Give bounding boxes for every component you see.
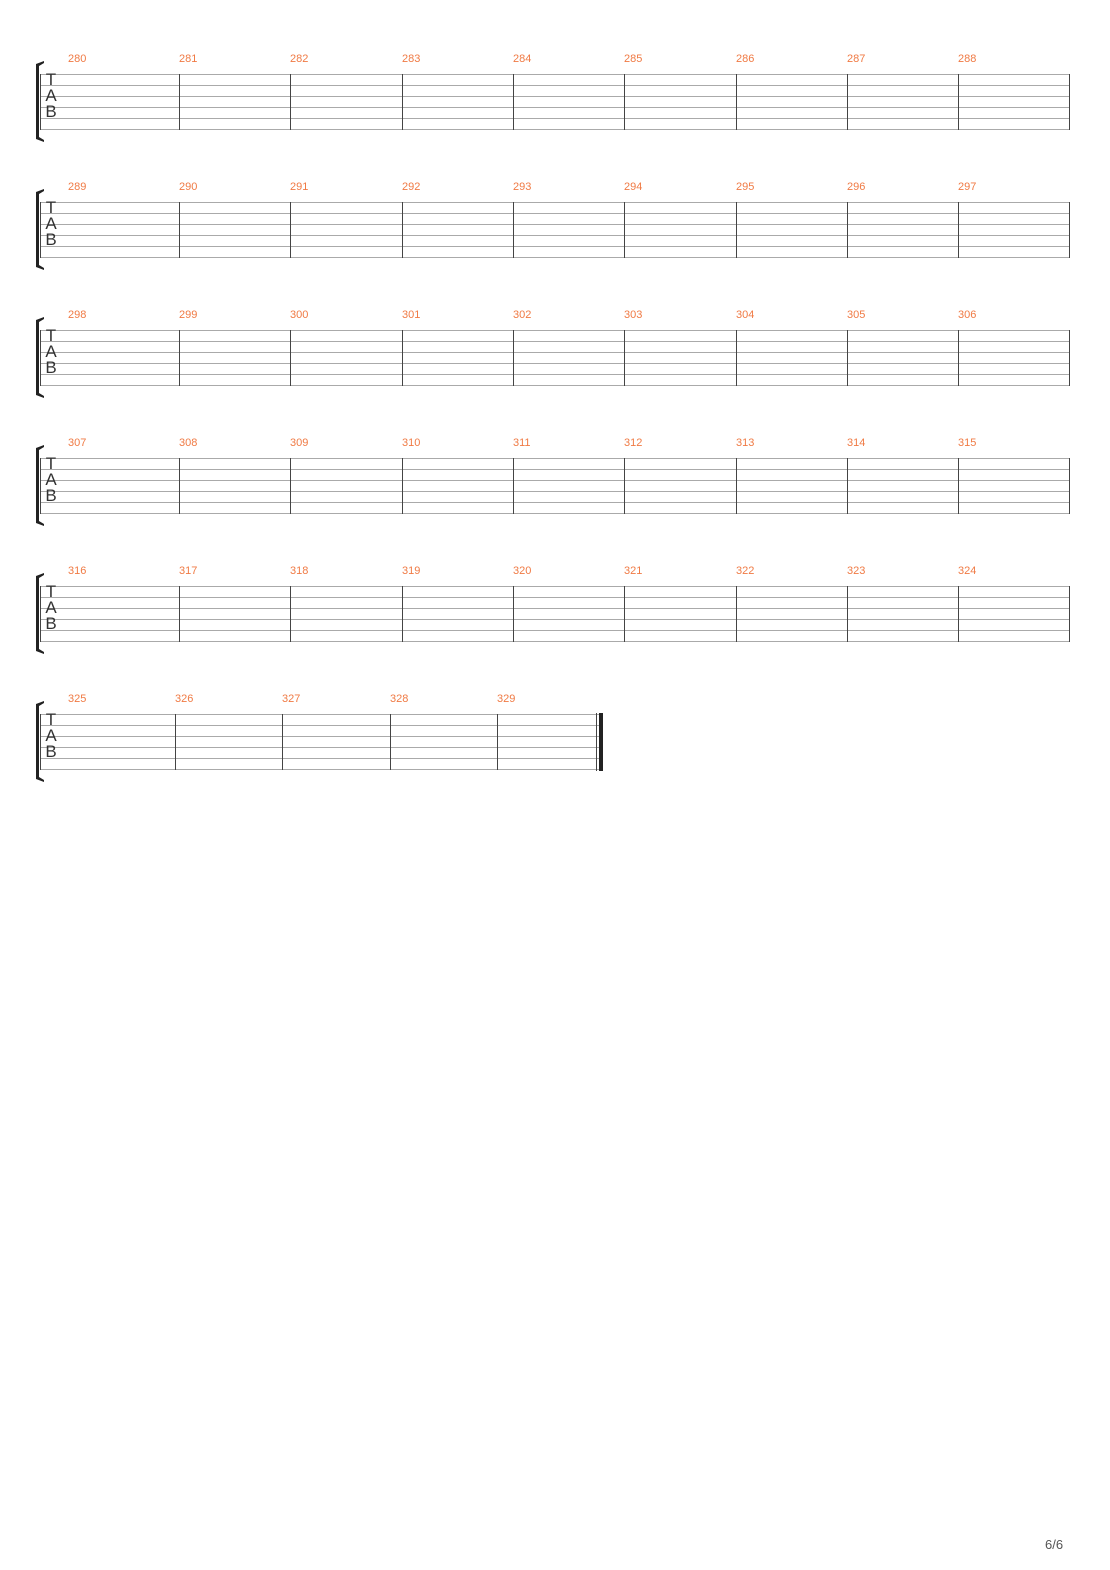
system-bracket [36,317,44,398]
measure-number: 288 [958,53,976,65]
measure-number: 319 [402,565,420,577]
tab-clef-letter: A [45,342,57,361]
measure-number: 292 [402,181,420,193]
tab-system: TAB 325 326 327 328 329 [36,693,603,782]
measure-number: 284 [513,53,531,65]
tab-system: TAB 316 317 318 319 320 321 322 323 324 [36,565,1070,654]
measure-number: 312 [624,437,642,449]
measure-number: 302 [513,309,531,321]
measure-number: 326 [175,693,193,705]
measure-number: 317 [179,565,197,577]
measure-number: 283 [402,53,420,65]
measure-number: 314 [847,437,865,449]
tab-system: TAB 289 290 291 292 293 294 295 296 297 [36,181,1070,270]
measure-number: 316 [68,565,86,577]
system-bracket [36,701,44,782]
measure-number: 300 [290,309,308,321]
measure-number: 287 [847,53,865,65]
measure-number: 286 [736,53,754,65]
tab-clef-letter: T [46,70,56,89]
measure-number: 289 [68,181,86,193]
tab-clef-letter: T [46,582,56,601]
measure-number: 298 [68,309,86,321]
system-bracket [36,189,44,270]
measure-number: 307 [68,437,86,449]
tab-clef-letter: T [46,326,56,345]
system-bracket [36,61,44,142]
measure-number: 309 [290,437,308,449]
page-number: 6/6 [1045,1537,1064,1552]
measure-number: 318 [290,565,308,577]
tab-clef-letter: A [45,726,57,745]
tab-clef-letter: T [46,454,56,473]
measure-number: 294 [624,181,642,193]
tab-clef-letter: B [45,614,56,633]
tab-clef-letter: A [45,598,57,617]
measure-number: 291 [290,181,308,193]
measure-number: 311 [513,437,531,449]
measure-number: 315 [958,437,976,449]
tab-clef-letter: T [46,198,56,217]
measure-number: 306 [958,309,976,321]
tab-clef-letter: A [45,470,57,489]
tab-clef-letter: A [45,86,57,105]
measure-number: 299 [179,309,197,321]
measure-number: 281 [179,53,197,65]
measure-number: 328 [390,693,408,705]
measure-number: 296 [847,181,865,193]
measure-number: 320 [513,565,531,577]
measure-number: 295 [736,181,754,193]
system-bracket [36,573,44,654]
measure-number: 313 [736,437,754,449]
measure-number: 280 [68,53,86,65]
final-barline-thick [599,713,603,771]
measure-number: 282 [290,53,308,65]
measure-number: 285 [624,53,642,65]
measure-number: 304 [736,309,754,321]
tab-clef-letter: B [45,358,56,377]
measure-number: 324 [958,565,976,577]
tab-clef-letter: B [45,230,56,249]
measure-number: 321 [624,565,642,577]
tab-clef-letter: B [45,742,56,761]
tab-clef-letter: B [45,102,56,121]
measure-number: 293 [513,181,531,193]
measure-number: 310 [402,437,420,449]
tab-system: TAB 307 308 309 310 311 312 313 314 315 [36,437,1070,526]
measure-number: 305 [847,309,865,321]
tab-clef-letter: A [45,214,57,233]
system-bracket [36,445,44,526]
measure-number: 327 [282,693,300,705]
measure-number: 290 [179,181,197,193]
tab-system: TAB 280 281 282 283 284 285 286 287 288 [36,53,1070,142]
measure-number: 308 [179,437,197,449]
measure-number: 303 [624,309,642,321]
measure-number: 301 [402,309,420,321]
tab-clef-letter: B [45,486,56,505]
measure-number: 297 [958,181,976,193]
measure-number: 323 [847,565,865,577]
measure-number: 322 [736,565,754,577]
tab-clef-letter: T [46,710,56,729]
measure-number: 329 [497,693,515,705]
tab-system: TAB 298 299 300 301 302 303 304 305 306 [36,309,1070,398]
measure-number: 325 [68,693,86,705]
